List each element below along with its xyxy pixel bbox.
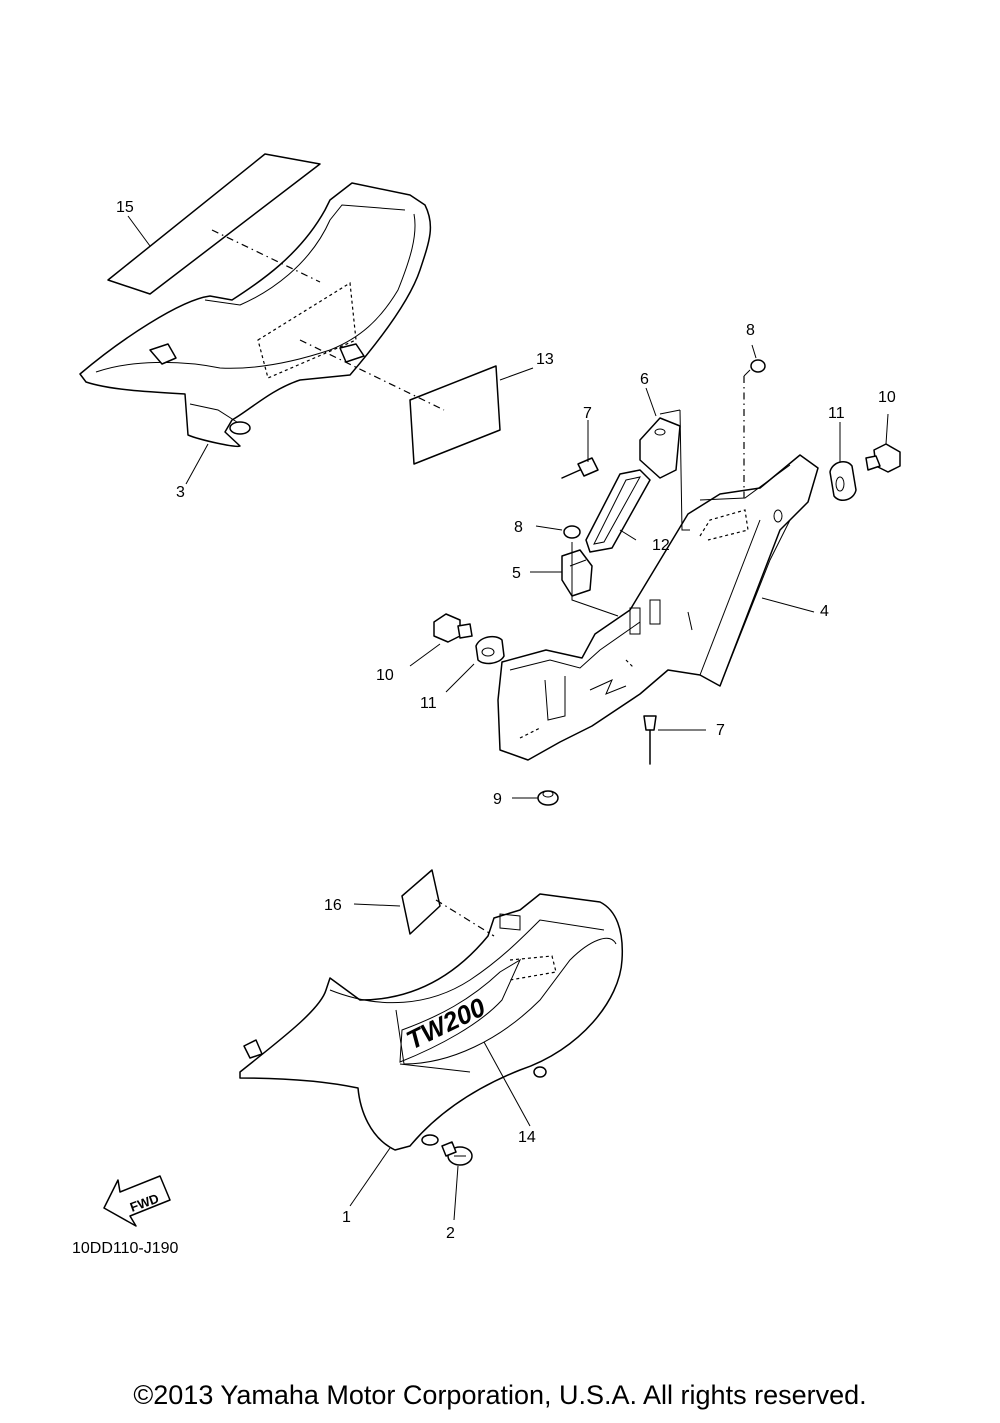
part-10-bolt-right	[865, 443, 901, 473]
callout-9: 9	[493, 791, 502, 808]
part-11-grommet-right	[829, 461, 857, 501]
part-13-decal	[409, 365, 501, 465]
part-6-clip	[639, 417, 681, 479]
part-16-decal	[401, 869, 441, 935]
diagram-code: 10DD110-J190	[72, 1240, 179, 1257]
callout-3: 3	[176, 484, 185, 501]
callout-12: 12	[652, 537, 670, 554]
part-3-side-cover-upper	[79, 182, 432, 448]
part-10-bolt-left	[433, 613, 473, 643]
callout-8-middle: 8	[514, 519, 523, 536]
fwd-arrow-icon: FWD	[103, 1175, 171, 1227]
callout-8-upper: 8	[746, 322, 755, 339]
callout-labels: 1 2 3 4 5 6 7 7 8 8 9 10 10 11 11 12 13 …	[116, 199, 896, 1242]
callout-14: 14	[518, 1129, 536, 1146]
callout-10-right: 10	[878, 389, 896, 406]
callout-13: 13	[536, 351, 554, 368]
callout-11-left: 11	[420, 695, 437, 712]
callout-6: 6	[640, 371, 649, 388]
part-5-clip	[561, 549, 593, 597]
part-8-washer-middle	[563, 525, 581, 539]
part-14-emblem-decal	[399, 958, 522, 1063]
part-7-rivet-upper	[561, 457, 599, 479]
callout-16: 16	[324, 897, 342, 914]
callout-7-lower: 7	[716, 722, 725, 739]
callout-7-upper: 7	[583, 405, 592, 422]
callout-2: 2	[446, 1225, 455, 1242]
part-15-decal	[107, 153, 321, 295]
part-7-rivet-lower	[643, 715, 657, 765]
part-9-grommet	[537, 790, 559, 806]
part-8-washer-upper	[750, 359, 766, 373]
callout-15: 15	[116, 199, 134, 216]
callout-4: 4	[820, 603, 829, 620]
callout-11-right: 11	[828, 405, 845, 422]
part-4-bracket	[497, 454, 819, 761]
part-12-strap	[585, 469, 651, 553]
callout-10-left: 10	[376, 667, 394, 684]
part-1-side-cover-lower: TW200	[239, 893, 624, 1151]
part-11-grommet-left	[475, 635, 505, 665]
callout-5: 5	[512, 565, 521, 582]
part-2-screw	[441, 1141, 473, 1166]
leader-lines	[127, 215, 889, 1221]
callout-1: 1	[342, 1209, 351, 1226]
copyright-notice: ©2013 Yamaha Motor Corporation, U.S.A. A…	[133, 1380, 867, 1410]
